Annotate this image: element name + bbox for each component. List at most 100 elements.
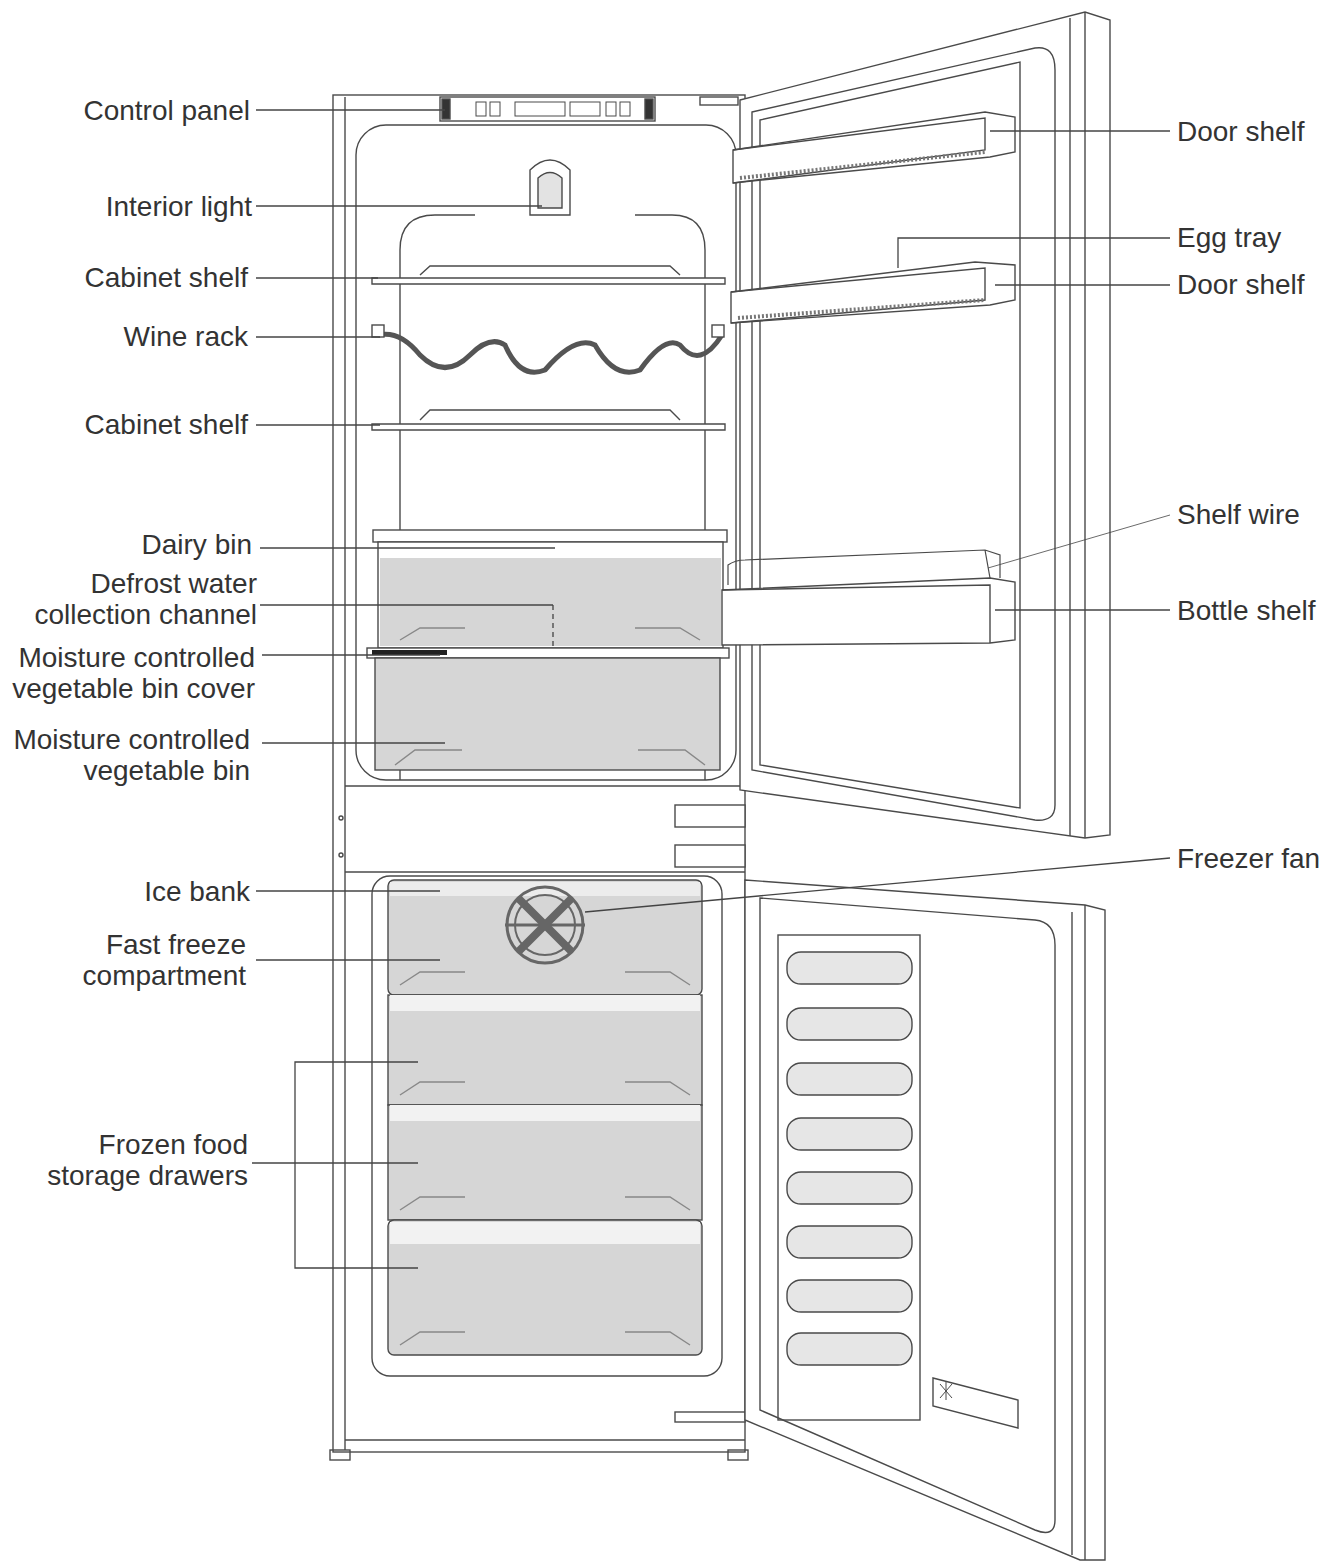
leader-line <box>256 109 445 110</box>
bottle-shelf-face <box>722 585 990 643</box>
leader-line <box>256 277 378 278</box>
control-display <box>515 102 565 116</box>
door-slot <box>787 952 912 984</box>
divider <box>345 871 745 872</box>
leader-line <box>256 336 380 337</box>
bottle-shelf <box>722 578 1015 645</box>
door-slot <box>787 1226 912 1258</box>
fast-freeze-compartment <box>388 880 702 995</box>
leader-line <box>585 858 1170 912</box>
part-label: Dairy bin <box>142 529 252 560</box>
door-shelf <box>733 112 1015 183</box>
control-button <box>476 102 486 116</box>
freezer-drawer <box>388 1105 702 1220</box>
wine-rack-end <box>712 325 724 337</box>
part-label: Frozen food storage drawers <box>26 1129 248 1191</box>
shelf-back <box>420 410 680 420</box>
leader-line <box>256 890 440 891</box>
leader-line <box>995 284 1170 285</box>
part-label: Cabinet shelf <box>85 409 248 440</box>
dairy-bin-lid <box>373 530 727 542</box>
door-slot <box>787 1333 912 1365</box>
control-panel-end <box>645 99 653 119</box>
shelf-wire <box>728 550 1000 585</box>
part-label: Bottle shelf <box>1177 595 1316 626</box>
fridge-liner <box>356 125 736 780</box>
drawer-rim <box>390 1105 700 1121</box>
part-label: Interior light <box>106 191 252 222</box>
part-label: Door shelf <box>1177 269 1305 300</box>
door-slot <box>787 1063 912 1095</box>
divider <box>345 785 745 786</box>
door-slot <box>787 1280 912 1312</box>
door-shelf-face <box>731 268 985 323</box>
part-label: Cabinet shelf <box>85 262 248 293</box>
bin-detail <box>400 628 700 640</box>
dairy-bin-shade <box>380 558 721 646</box>
part-label: Wine rack <box>124 321 248 352</box>
vegetable-bin-cover <box>367 648 729 658</box>
leader-line <box>260 604 553 605</box>
cabinet-foot <box>728 1450 748 1460</box>
leader-line <box>256 959 440 960</box>
leader-line <box>260 547 555 548</box>
bin-detail <box>395 750 705 765</box>
part-label: Ice bank <box>144 876 250 907</box>
part-label: Shelf wire <box>1177 499 1300 530</box>
door-slots <box>787 952 912 1365</box>
cabinet-shelf <box>372 424 725 430</box>
fan-strut <box>505 924 585 927</box>
cabinet-edge <box>344 97 345 1450</box>
door-slot <box>787 1172 912 1204</box>
snowflake-symbol <box>940 1382 952 1400</box>
leader-line <box>552 605 553 650</box>
part-label: Door shelf <box>1177 116 1305 147</box>
leader-line <box>990 130 1170 131</box>
wine-rack <box>378 334 722 372</box>
cabinet-shelf <box>372 278 725 284</box>
part-label: Defrost water collection channel <box>17 568 257 630</box>
drawer-rim <box>390 995 700 1011</box>
bracket <box>295 1062 418 1268</box>
control-button <box>490 102 500 116</box>
door-panel <box>778 935 920 1420</box>
door-slot <box>787 1118 912 1150</box>
hinge <box>700 97 738 105</box>
leader-line <box>995 609 1170 610</box>
hinge <box>675 1412 745 1422</box>
freezer-fan <box>505 887 585 963</box>
control-button <box>620 102 630 116</box>
interior-light <box>530 160 570 215</box>
door-edge <box>1070 12 1085 838</box>
screw <box>339 853 343 857</box>
leader-line <box>262 654 440 655</box>
part-label: Moisture controlled vegetable bin cover <box>0 642 255 704</box>
shelf-back <box>420 266 680 275</box>
door-edge <box>1072 905 1085 1560</box>
control-panel <box>440 97 655 121</box>
leader-line <box>256 205 542 206</box>
leader-line <box>252 1162 418 1163</box>
door-slot <box>787 1008 912 1040</box>
cabinet-foot <box>330 1450 350 1460</box>
control-button <box>606 102 616 116</box>
freezer-drawer <box>388 995 702 1105</box>
dairy-bin <box>378 542 723 648</box>
leader-line <box>256 424 380 425</box>
door-shelf-rim <box>738 300 985 318</box>
door-plate <box>933 1378 1018 1428</box>
control-panel-end <box>442 99 450 119</box>
control-display <box>570 102 600 116</box>
leader-line <box>262 742 445 743</box>
vegetable-bin <box>375 658 720 770</box>
part-label: Freezer fan <box>1177 843 1320 874</box>
freezer-door <box>745 880 1105 1560</box>
leader-lines <box>252 110 1170 1268</box>
cabinet-body <box>333 95 745 1452</box>
leader-line <box>898 238 1170 268</box>
door-shelf-face <box>733 118 985 183</box>
door-shelf-rim <box>740 152 985 178</box>
part-label: Egg tray <box>1177 222 1281 253</box>
part-label: Control panel <box>83 95 250 126</box>
cabinet-base <box>345 1439 745 1440</box>
